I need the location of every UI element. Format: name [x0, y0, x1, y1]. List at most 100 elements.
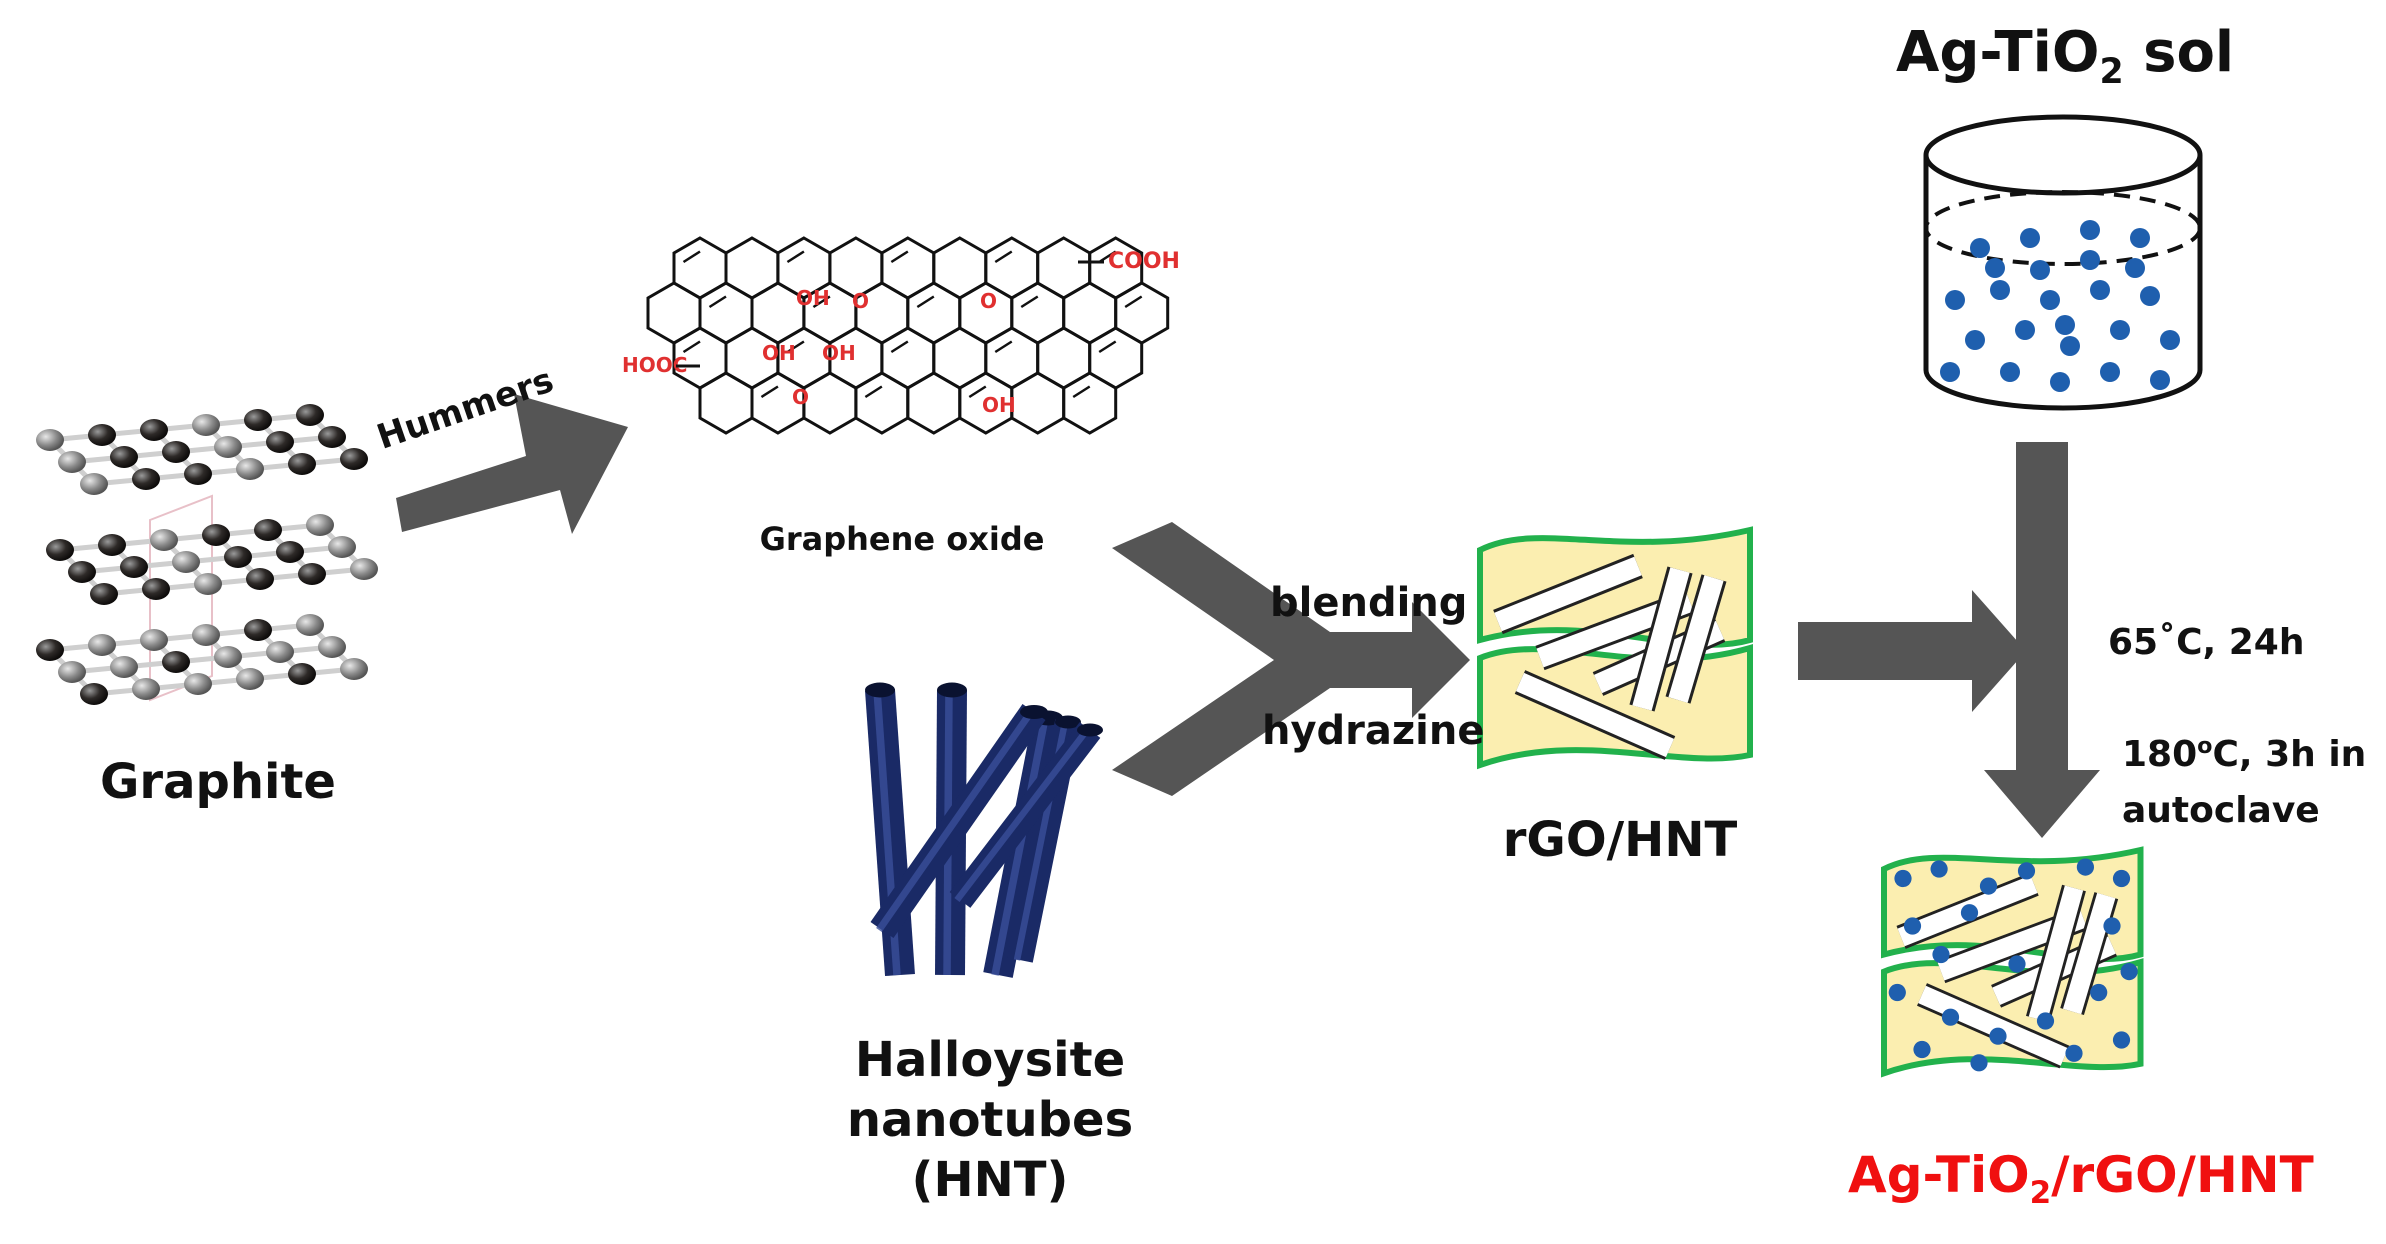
carbon-atom — [132, 468, 160, 490]
double-bond — [786, 340, 805, 354]
carbon-atom — [340, 658, 368, 680]
carbon-atom — [162, 441, 190, 463]
step2-line-1: 180oC, 3h in — [2122, 718, 2366, 783]
carbon-atom — [172, 551, 200, 573]
ag-tio2-particle — [2065, 1044, 2083, 1062]
product-subscript: 2 — [2029, 1175, 2052, 1211]
carbon-atom — [110, 446, 138, 468]
ag-tio2-particle — [2103, 917, 2121, 935]
nanotube-end — [937, 682, 967, 698]
step1-conditions: 65˚C, 24h — [2108, 622, 2304, 663]
ag-tio2-particle — [1903, 917, 1922, 935]
hexagon-ring — [698, 371, 754, 435]
ag-tio2-particle — [2112, 1031, 2131, 1049]
nanotube-highlight — [954, 728, 1090, 902]
double-bond — [890, 340, 909, 354]
nanotube-end — [865, 682, 895, 698]
functional-group-label: O — [980, 289, 997, 313]
carbon-atom — [214, 436, 242, 458]
carbon-atom — [276, 541, 304, 563]
nanotube-highlight — [991, 717, 1049, 976]
sol-particle — [1970, 238, 1990, 258]
sol-title-prefix: Ag-TiO — [1896, 20, 2100, 85]
carbon-atom — [68, 561, 96, 583]
carbon-atom — [266, 431, 294, 453]
carbon-atom — [246, 568, 274, 590]
hexagon-ring — [854, 371, 910, 435]
nanotube-highlight — [876, 709, 1034, 933]
carbon-atom — [120, 556, 148, 578]
ag-tio2-particle — [2036, 1012, 2055, 1030]
functional-group-label: OH — [822, 341, 856, 365]
carbon-atom — [36, 639, 64, 661]
sol-particle — [2130, 228, 2150, 248]
sol-particle — [1940, 362, 1960, 382]
double-bond — [994, 250, 1013, 264]
sol-particle — [2020, 228, 2040, 248]
sol-particle — [2040, 290, 2060, 310]
product-suffix: /rGO/HNT — [2051, 1146, 2314, 1204]
sol-particle — [2110, 320, 2130, 340]
carbon-atom — [184, 463, 212, 485]
carbon-atom — [88, 634, 116, 656]
step2-temp: 180 — [2122, 734, 2198, 775]
carbon-atom — [244, 619, 272, 641]
carbon-atom — [110, 656, 138, 678]
nanotube-end — [1077, 723, 1103, 737]
carbon-atom — [288, 453, 316, 475]
functional-group-label: OH — [762, 341, 796, 365]
ag-tio2-particle — [1941, 1008, 1960, 1026]
sol-particle — [2080, 250, 2100, 270]
sol-particle — [2150, 370, 2170, 390]
carbon-atom — [90, 583, 118, 605]
carbon-atom — [296, 614, 324, 636]
carbon-atom — [58, 661, 86, 683]
ag-tio2-rgo-hnt-product — [1881, 846, 2144, 1078]
carbon-atom — [266, 641, 294, 663]
carbon-atom — [194, 573, 222, 595]
to-sol-arrow — [1798, 590, 2026, 712]
double-bond — [1098, 250, 1117, 264]
double-bond — [1020, 295, 1039, 309]
carbon-atom — [150, 529, 178, 551]
sol-particle — [2090, 280, 2110, 300]
step1-degree: ˚ — [2158, 622, 2177, 663]
double-bond — [864, 385, 883, 399]
ag-tio2-particle — [2120, 963, 2138, 981]
carbon-atom — [162, 651, 190, 673]
ag-tio2-sol-title: Ag-TiO2 sol — [1896, 20, 2234, 92]
double-bond — [708, 295, 727, 309]
sol-particle — [1990, 280, 2010, 300]
carbon-atom — [202, 524, 230, 546]
carbon-atom — [236, 668, 264, 690]
sol-title-suffix: sol — [2123, 20, 2235, 85]
halloysite-line-1: Halloysite — [854, 1032, 1126, 1088]
carbon-atom — [214, 646, 242, 668]
carbon-atom — [350, 558, 378, 580]
functional-group-label: O — [792, 385, 809, 409]
double-bond — [1072, 385, 1091, 399]
ag-tio2-particle — [2017, 862, 2036, 880]
sol-particle — [2000, 362, 2020, 382]
halloysite-line-2: nanotubes — [846, 1092, 1134, 1148]
carbon-atom — [244, 409, 272, 431]
carbon-atom — [140, 629, 168, 651]
carbon-atom — [58, 451, 86, 473]
halloysite-nanotubes-illustration — [865, 682, 1103, 978]
sol-title-subscript: 2 — [2099, 52, 2124, 93]
nanotube-end — [1020, 705, 1048, 719]
nanotube-white — [1668, 575, 1724, 703]
ag-tio2-particle — [1970, 1054, 1988, 1072]
carbon-atom — [36, 429, 64, 451]
rgo-hnt-label: rGO/HNT — [1502, 812, 1738, 868]
carbon-atom — [132, 678, 160, 700]
nanotube-end — [1055, 715, 1081, 729]
carbon-atom — [80, 683, 108, 705]
double-bond — [968, 385, 987, 399]
ag-tio2-particle — [2090, 983, 2108, 1002]
functional-group-label: OH — [796, 286, 830, 310]
carbon-atom — [298, 563, 326, 585]
carbon-atom — [140, 419, 168, 441]
